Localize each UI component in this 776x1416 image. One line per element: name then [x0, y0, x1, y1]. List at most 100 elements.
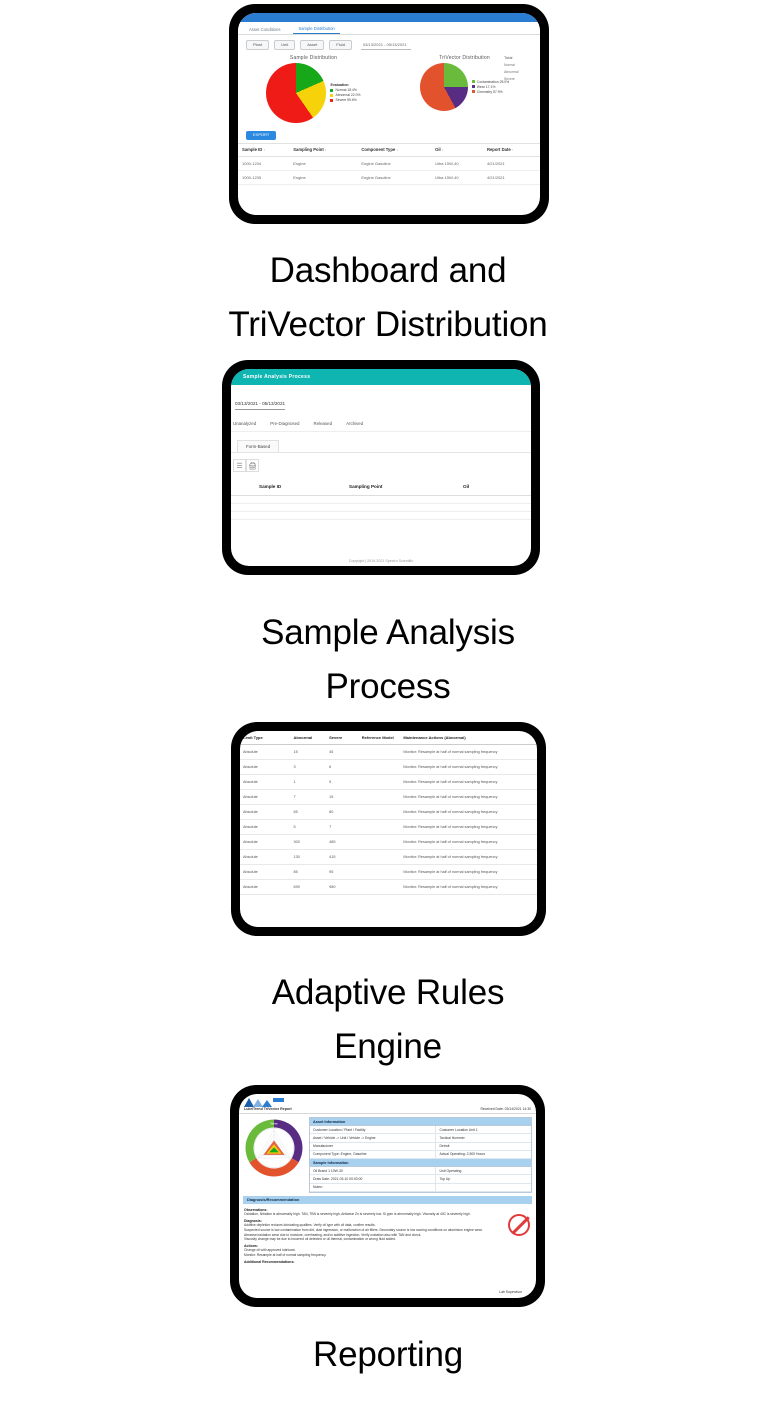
action-item: Change oil with approved lubricant. — [244, 1248, 296, 1253]
dashboard-charts: Sample Distribution Evaluation Normal 18… — [238, 53, 540, 123]
table-row[interactable] — [231, 495, 531, 504]
legend-label-wear: Wear 17.1% — [476, 84, 496, 89]
cell-empty — [345, 495, 459, 504]
caption-reporting: Reporting — [0, 1328, 776, 1382]
filter-plant[interactable]: Plant — [246, 40, 270, 50]
col-sampling-point[interactable]: Sampling Point — [345, 478, 459, 496]
caption-sample-analysis-line2: Process — [325, 667, 451, 706]
info-key: Asset / Vehicle -> Unit / Vehicle -> Eng… — [310, 1134, 437, 1142]
legend-item: Severe 59.6% — [330, 98, 360, 102]
action-item: Monitor: Resample at half of normal samp… — [244, 1252, 327, 1257]
tab-asset-conditions[interactable]: Asset Conditions — [249, 27, 281, 32]
info-value: Detroit — [439, 1144, 450, 1149]
tab-sample-distribution[interactable]: Sample Distribution — [293, 26, 340, 34]
filter-unit[interactable]: Unit — [274, 40, 296, 50]
table-row[interactable]: 1000-1234 Engine Engine Gasoline Ultra 1… — [238, 156, 540, 171]
report-logo — [239, 1094, 536, 1107]
cell-severe: 7 — [326, 819, 359, 835]
pie-chart-sample-distribution — [266, 63, 327, 123]
panel-reporting-frame: LubriTrend TriVector Report Received Dat… — [230, 1085, 545, 1307]
table-row[interactable]: Absolute 85 95 Monitor: Resample at half… — [240, 864, 537, 880]
cell-limit-type: Absolute — [240, 849, 291, 865]
col-limit-type[interactable]: Limit Type — [240, 731, 291, 745]
cell-reference-model — [358, 819, 401, 835]
tab-unanalyzed[interactable]: Unanalyzed — [233, 421, 257, 426]
date-range-field[interactable]: 03/13/2021 - 05/13/2021 — [235, 401, 286, 410]
adaptive-rules-table: Limit Type Abnormal Severe Reference Mod… — [240, 731, 537, 895]
svg-text:Wear: Wear — [270, 1121, 277, 1125]
col-sample-id[interactable]: Sample ID — [231, 478, 345, 496]
info-value: Top Up — [439, 1176, 451, 1181]
table-row[interactable] — [231, 511, 531, 520]
table-row[interactable]: Absolute 1 5 Monitor: Resample at half o… — [240, 774, 537, 790]
col-report-date[interactable]: Report Date ↑ — [482, 142, 540, 157]
print-icon[interactable]: 🖨 — [246, 459, 259, 472]
diagnosis-label: Diagnosis: — [244, 1219, 262, 1224]
table-row[interactable]: Absolute 300 485 Monitor: Resample at ha… — [240, 834, 537, 850]
col-maintenance-actions[interactable]: Maintenance Actions (Abnormal) — [400, 731, 537, 745]
cell-reference-model — [358, 834, 401, 850]
info-key: Draw Date: 2021-03-10 00:00:00 — [310, 1175, 437, 1183]
pie-chart-trivector — [419, 63, 468, 111]
tab-released[interactable]: Released — [313, 421, 333, 426]
table-row[interactable] — [231, 503, 531, 512]
panel-dashboard-screen: Asset Conditions Sample Distribution Pla… — [238, 13, 540, 215]
cell-abnormal: 300 — [290, 834, 327, 850]
date-range-input[interactable]: 03/13/2021 - 05/13/2021 — [360, 40, 411, 50]
col-sampling-point[interactable]: Sampling Point ↕ — [289, 142, 358, 157]
legend-label-normal: Normal 18.4% — [335, 88, 357, 92]
caption-dashboard: Dashboard and TriVector Distribution — [0, 244, 776, 352]
cell-sampling-point: Engine — [289, 156, 358, 171]
tab-pre-diagnosed[interactable]: Pre-Diagnosed — [270, 421, 300, 426]
table-row[interactable]: Absolute 5 7 Monitor: Resample at half o… — [240, 819, 537, 835]
filter-fluid[interactable]: Fluid — [329, 40, 352, 50]
panel-sample-analysis-frame: Sample Analysis Process 03/13/2021 - 05/… — [222, 360, 540, 575]
panel-sample-analysis-screen: Sample Analysis Process 03/13/2021 - 05/… — [231, 369, 531, 566]
table-row[interactable]: Absolute 690 980 Monitor: Resample at ha… — [240, 879, 537, 895]
filter-asset[interactable]: Asset — [300, 40, 325, 50]
col-abnormal[interactable]: Abnormal — [290, 731, 327, 745]
table-row[interactable]: Absolute 7 15 Monitor: Resample at half … — [240, 789, 537, 805]
export-button[interactable]: EXPORT — [246, 130, 277, 140]
cell-maintenance-action: Monitor: Resample at half of normal samp… — [400, 834, 537, 850]
subtab-form-based[interactable]: Form-Based — [237, 440, 280, 452]
cell-oil: Ultra 15W-40 — [431, 170, 483, 185]
legend-swatch-severe — [330, 98, 334, 102]
cell-abnormal: 15 — [290, 744, 327, 760]
table-row[interactable]: 1000-1235 Engine Engine Gasoline Ultra 1… — [238, 170, 540, 185]
cell-empty — [345, 503, 459, 512]
legend-swatch-normal — [330, 88, 334, 92]
panel-rules-engine-screen: Limit Type Abnormal Severe Reference Mod… — [240, 731, 537, 927]
actions-label: Actions: — [244, 1244, 258, 1249]
chart2-legend: Contamination 25.0% Wear 17.1% Chemistry… — [471, 80, 509, 95]
info-value: Actual Operating: 2,500 Hours — [439, 1152, 486, 1157]
col-severe[interactable]: Severe — [326, 731, 359, 745]
cell-maintenance-action: Monitor: Resample at half of normal samp… — [400, 789, 537, 805]
col-oil[interactable]: Oil — [459, 478, 531, 496]
cell-empty — [459, 503, 531, 512]
cell-sample-id: 1000-1235 — [238, 170, 290, 185]
table-row[interactable]: Absolute 65 80 Monitor: Resample at half… — [240, 804, 537, 820]
cell-limit-type: Absolute — [240, 789, 291, 805]
tab-archived[interactable]: Archived — [346, 421, 364, 426]
col-component-type[interactable]: Component Type ↕ — [357, 142, 432, 157]
diagnosis-item: Additive depletion reduces lubricating q… — [244, 1223, 376, 1228]
app-titlebar — [238, 13, 540, 22]
dashboard-tabbar: Asset Conditions Sample Distribution — [238, 22, 540, 35]
col-sample-id[interactable]: Sample ID ↕ — [238, 142, 290, 157]
table-row[interactable]: Absolute 15 45 Monitor: Resample at half… — [240, 744, 537, 760]
legend-label-chemistry: Chemistry 57.9% — [476, 89, 503, 94]
col-reference-model[interactable]: Reference Model — [358, 731, 401, 745]
table-row[interactable]: Absolute 130 415 Monitor: Resample at ha… — [240, 849, 537, 865]
cell-maintenance-action: Monitor: Resample at half of normal samp… — [400, 879, 537, 895]
col-oil[interactable]: Oil ↕ — [431, 142, 483, 157]
cell-maintenance-action: Monitor: Resample at half of normal samp… — [400, 819, 537, 835]
view-subtabs: Form-Based — [231, 432, 531, 453]
observations-text: Oxidation, Nitration is abnormally high.… — [244, 1212, 471, 1217]
cell-empty — [459, 495, 531, 504]
report-received-date: Received Date: 03/14/2021 14:30 — [480, 1107, 531, 1111]
table-header-row: Sample ID Sampling Point Oil — [231, 478, 531, 496]
list-icon[interactable]: ☰ — [233, 459, 246, 472]
table-row[interactable]: Absolute 3 6 Monitor: Resample at half o… — [240, 759, 537, 775]
chart2-title: TriVector Distribution — [439, 55, 490, 61]
